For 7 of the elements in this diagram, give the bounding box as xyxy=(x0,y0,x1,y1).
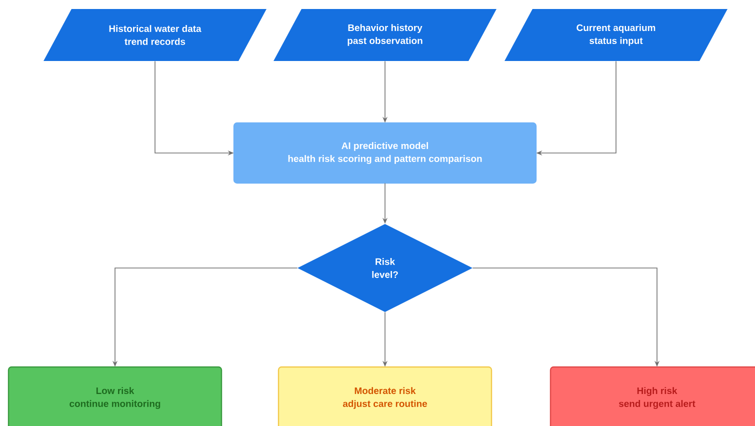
outcome-box: High risk send urgent alert xyxy=(550,366,755,426)
input-parallelogram: Current aquarium status input xyxy=(504,9,728,61)
process-box: AI predictive model health risk scoring and pattern comparison xyxy=(233,122,537,184)
input-parallelogram: Historical water data trend records xyxy=(44,9,266,61)
outcome-box: Moderate risk adjust care routine xyxy=(278,366,492,426)
input-parallelogram: Behavior history past observation xyxy=(274,9,496,61)
outcome-box: Low risk continue monitoring xyxy=(8,366,222,426)
